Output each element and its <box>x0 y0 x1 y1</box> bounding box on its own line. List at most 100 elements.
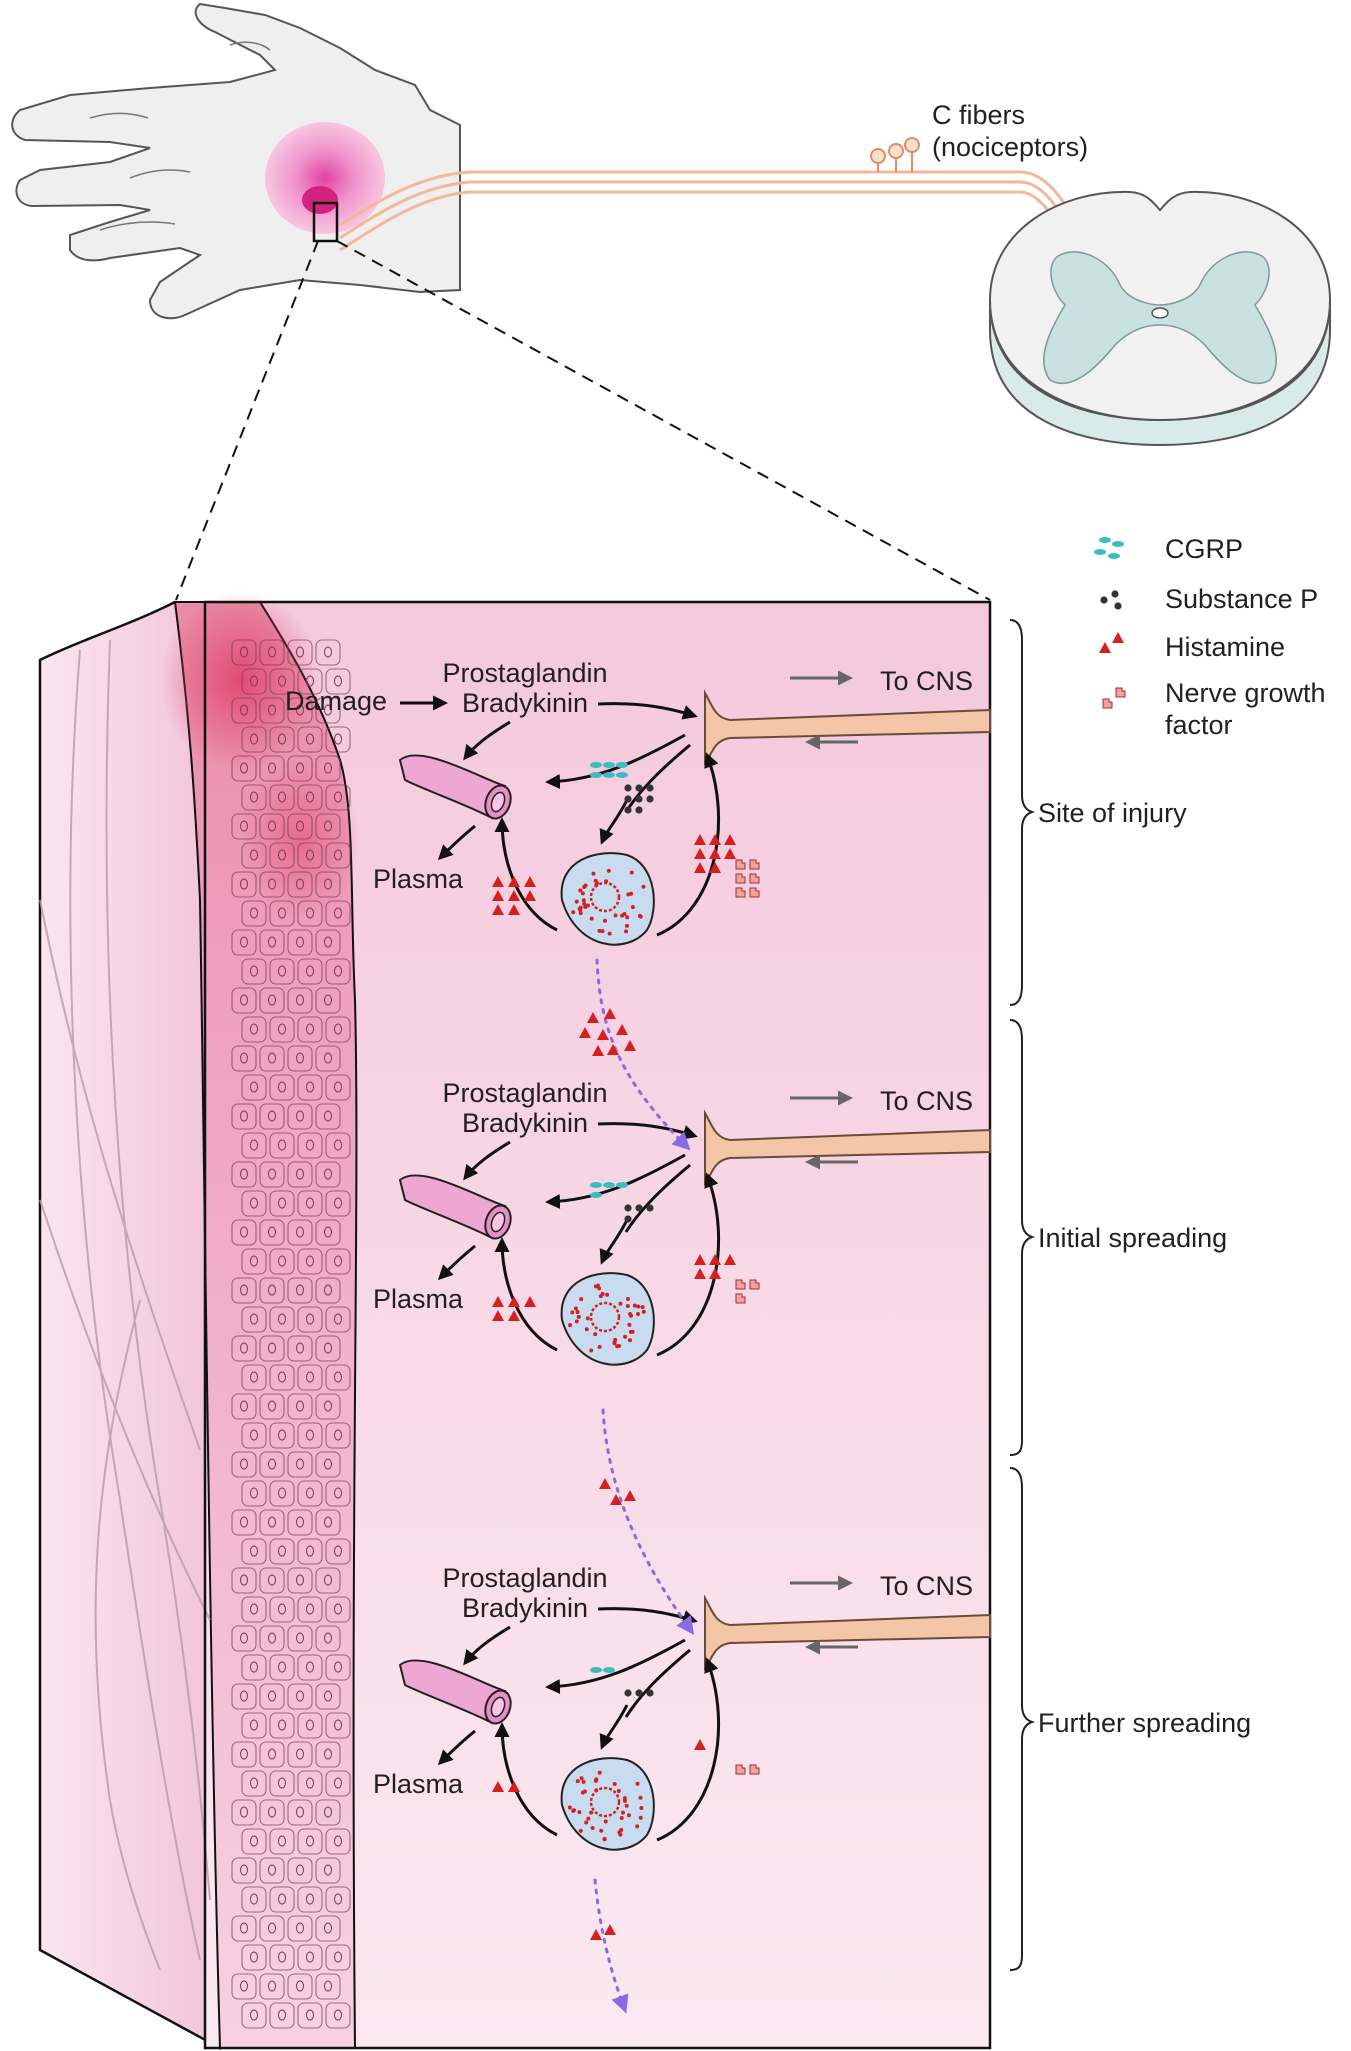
epidermal-cell <box>287 1161 313 1188</box>
cell-nucleus <box>240 994 248 1006</box>
cell-nucleus <box>324 1458 332 1470</box>
epidermal-cell <box>231 1103 257 1130</box>
cell-nucleus <box>268 1864 276 1876</box>
cell-nucleus <box>268 1922 276 1934</box>
cell-nucleus <box>240 1110 248 1122</box>
epidermal-cell <box>325 1074 351 1101</box>
epidermal-cell <box>269 1886 295 1913</box>
cell-nucleus <box>240 1284 248 1296</box>
epidermal-cell <box>241 2002 267 2029</box>
spread-arrows <box>593 958 695 2014</box>
epidermal-cell <box>287 1045 313 1072</box>
spread-arrow-2 <box>601 1408 695 1635</box>
cell-nucleus <box>324 820 332 832</box>
cell-nucleus <box>334 733 342 745</box>
epidermal-cell <box>297 1306 323 1333</box>
cell-nucleus <box>268 1516 276 1528</box>
cell-nucleus <box>278 907 286 919</box>
epidermal-cell <box>315 1915 341 1942</box>
cell-nucleus <box>240 1342 248 1354</box>
cgrp-particle <box>590 1182 602 1188</box>
epidermal-cell <box>241 1480 267 1507</box>
epidermal-cell <box>269 1828 295 1855</box>
cell-nucleus <box>296 1980 304 1992</box>
cell-nucleus <box>324 994 332 1006</box>
nerve-to-vessel-arrow <box>545 1638 686 1695</box>
epidermal-cell <box>231 1335 257 1362</box>
epidermal-cell <box>297 1654 323 1681</box>
cell-nucleus <box>240 1864 248 1876</box>
cell-nucleus <box>278 965 286 977</box>
epidermal-cell <box>315 1567 341 1594</box>
epidermal-cell <box>269 1654 295 1681</box>
epidermal-cell <box>259 1103 285 1130</box>
cell-nucleus <box>240 1922 248 1934</box>
epidermal-cell <box>315 1103 341 1130</box>
cell-nucleus <box>334 1139 342 1151</box>
cell-nucleus <box>250 1371 258 1383</box>
legend-histamine-icon <box>1099 632 1124 653</box>
cgrp-particle <box>590 1667 602 1673</box>
epidermal-cell <box>325 784 351 811</box>
cell-nucleus <box>250 907 258 919</box>
cell-nucleus <box>306 1719 314 1731</box>
epidermal-cell <box>325 1480 351 1507</box>
epidermal-cell <box>297 958 323 985</box>
epidermal-cell <box>315 755 341 782</box>
epidermal-cell <box>287 1509 313 1536</box>
epidermal-cell <box>297 1770 323 1797</box>
epidermal-cell <box>297 1364 323 1391</box>
epidermal-cell <box>325 1712 351 1739</box>
damage-label: Damage <box>285 686 387 716</box>
spread-arrow-3 <box>593 1878 629 2014</box>
epidermal-cell <box>259 813 285 840</box>
cell-nucleus <box>296 1226 304 1238</box>
cell-nucleus <box>240 878 248 890</box>
cell-nucleus <box>324 1806 332 1818</box>
epidermal-cell <box>297 1132 323 1159</box>
substance-p-to-mast-cell-arrow <box>599 1219 629 1265</box>
cell-nucleus <box>296 936 304 948</box>
epidermal-cell <box>325 1248 351 1275</box>
substance-p-to-mast-cell-arrow <box>599 1704 629 1750</box>
substance-p-particle <box>646 1204 654 1212</box>
nerve-release-line <box>624 743 691 813</box>
cell-nucleus <box>250 1197 258 1209</box>
substance-p-particle <box>624 1215 632 1223</box>
cell-nucleus <box>324 1980 332 1992</box>
epidermal-cell <box>297 1190 323 1217</box>
cell-nucleus <box>240 704 248 716</box>
epidermal-cell <box>287 639 313 666</box>
cell-nucleus <box>306 1429 314 1441</box>
epidermal-cell <box>315 1161 341 1188</box>
legend-cgrp-icon <box>1094 537 1124 559</box>
epidermal-cell <box>269 900 295 927</box>
epidermal-cell <box>325 842 351 869</box>
cell-nucleus <box>334 1719 342 1731</box>
cell-nucleus <box>296 878 304 890</box>
cell-nucleus <box>268 1748 276 1760</box>
epidermal-cell <box>269 1306 295 1333</box>
cell-nucleus <box>306 2009 314 2021</box>
plasma-label: Plasma <box>373 1284 464 1314</box>
cgrp-particle <box>603 1182 615 1188</box>
vessel-to-plasma-arrow <box>437 1244 476 1281</box>
substance-p-particle <box>635 784 643 792</box>
epidermal-cell <box>231 639 257 666</box>
epidermal-cell <box>241 1654 267 1681</box>
epidermal-cell <box>287 1625 313 1652</box>
legend-ngf-icon <box>1102 687 1126 709</box>
epidermal-cell <box>269 1074 295 1101</box>
epidermal-cell <box>297 1712 323 1739</box>
cell-nucleus <box>296 762 304 774</box>
mast-cell <box>560 852 655 946</box>
epidermal-cell <box>241 1132 267 1159</box>
cell-nucleus <box>240 1806 248 1818</box>
cell-nucleus <box>268 1226 276 1238</box>
hand-injury-core <box>302 186 338 214</box>
cell-nucleus <box>296 1574 304 1586</box>
hand-outline <box>11 2 461 320</box>
substance-p-particle <box>635 1689 643 1697</box>
epidermal-cell <box>325 1364 351 1391</box>
